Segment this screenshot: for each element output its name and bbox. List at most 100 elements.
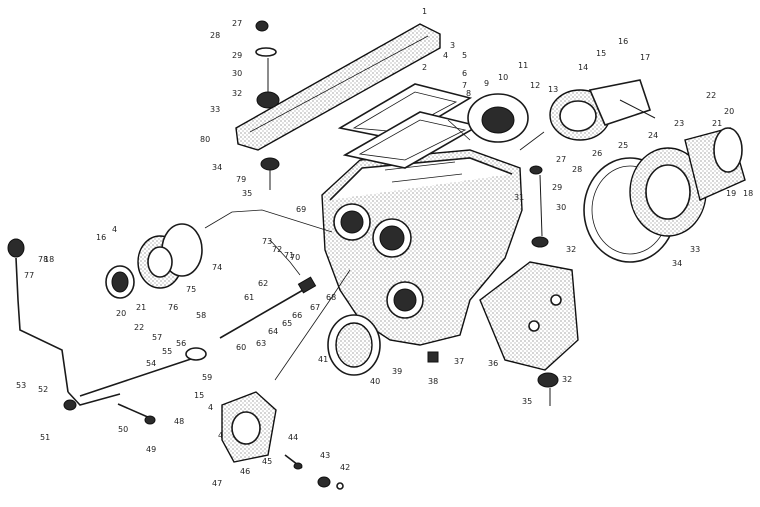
label-30-top: 30 (232, 69, 242, 78)
label-16: 16 (618, 37, 628, 46)
link-rod (79, 347, 207, 397)
left-bearing-stack (105, 223, 203, 299)
label-32-bottom: 32 (562, 375, 572, 384)
label-36: 36 (488, 359, 498, 368)
label-29-top: 29 (232, 51, 242, 60)
label-67: 67 (310, 303, 320, 312)
label-68: 68 (326, 293, 336, 302)
mounting-bracket-36 (479, 261, 579, 371)
label-18-right: 18 (743, 189, 753, 198)
label-23: 23 (674, 119, 684, 128)
pto-housing-25 (629, 147, 707, 237)
label-79: 79 (236, 175, 246, 184)
label-10: 10 (498, 73, 508, 82)
label-40: 40 (370, 377, 380, 386)
label-6: 6 (462, 69, 467, 78)
label-35-top: 35 (242, 189, 252, 198)
label-41: 41 (318, 355, 328, 364)
label-45: 45 (262, 457, 272, 466)
label-72: 72 (272, 245, 282, 254)
label-11: 11 (518, 61, 528, 70)
label-80: 80 (200, 135, 210, 144)
label-43: 43 (320, 451, 330, 460)
label-32-right: 32 (566, 245, 576, 254)
label-22-left: 22 (134, 323, 144, 332)
bolt-49-50 (117, 403, 156, 425)
label-69: 69 (296, 205, 306, 214)
label-4-left: 4 (112, 225, 117, 234)
label-56: 56 (176, 339, 186, 348)
pin-30-right (529, 165, 549, 248)
label-58: 58 (196, 311, 206, 320)
nut-43 (317, 476, 344, 490)
label-47: 47 (212, 479, 222, 488)
label-31: 31 (514, 193, 524, 202)
label-15-bottom: 15 (194, 391, 204, 400)
label-1: 1 (422, 7, 427, 16)
label-54: 54 (146, 359, 156, 368)
label-48: 48 (174, 417, 184, 426)
shift-lever (7, 238, 121, 411)
top-rail-assembly (235, 23, 441, 151)
label-7: 7 (462, 81, 467, 90)
label-76: 76 (168, 303, 178, 312)
label-29-right: 29 (552, 183, 562, 192)
label-38: 38 (428, 377, 438, 386)
label-52: 52 (38, 385, 48, 394)
label-51: 51 (40, 433, 50, 442)
label-3: 3 (450, 41, 455, 50)
label-66: 66 (292, 311, 302, 320)
label-70: 70 (290, 253, 300, 262)
label-14: 14 (578, 63, 588, 72)
label-25: 25 (618, 141, 628, 150)
label-33-top: 33 (210, 105, 220, 114)
label-4-bottom-2: 4 (218, 431, 223, 440)
label-57: 57 (152, 333, 162, 342)
label-63: 63 (256, 339, 266, 348)
label-46: 46 (240, 467, 250, 476)
label-12: 12 (530, 81, 540, 90)
label-59: 59 (202, 373, 212, 382)
callout-labels: 1 2 3 4 5 6 7 8 9 10 11 12 13 14 15 16 1… (16, 7, 753, 488)
front-cover-40 (327, 314, 381, 376)
label-74: 74 (212, 263, 222, 272)
label-21-left: 21 (136, 303, 146, 312)
label-37: 37 (454, 357, 464, 366)
label-27-top: 27 (232, 19, 242, 28)
label-2: 2 (422, 63, 427, 72)
gearbox-housing (321, 149, 523, 346)
label-30-right: 30 (556, 203, 566, 212)
label-28-top: 28 (210, 31, 220, 40)
label-73: 73 (262, 237, 272, 246)
label-27-right: 27 (556, 155, 566, 164)
bolt-79 (260, 157, 280, 190)
label-53: 53 (16, 381, 26, 390)
bearing-cap-9 (467, 93, 529, 143)
label-18-left: 18 (44, 255, 54, 264)
label-78: 78 (38, 255, 48, 264)
bolt-30 (255, 20, 280, 109)
label-39: 39 (392, 367, 402, 376)
drain-plug-38 (427, 351, 439, 363)
label-32-top: 32 (232, 89, 242, 98)
label-4: 4 (443, 51, 448, 60)
label-33-right: 33 (690, 245, 700, 254)
rear-cover-46 (221, 391, 277, 463)
label-61: 61 (244, 293, 254, 302)
label-21-right: 21 (712, 119, 722, 128)
label-71: 71 (284, 251, 294, 260)
label-13: 13 (548, 85, 558, 94)
label-77: 77 (24, 271, 34, 280)
label-24: 24 (648, 131, 658, 140)
label-15: 15 (596, 49, 606, 58)
label-35-bottom: 35 (522, 397, 532, 406)
label-5: 5 (462, 51, 467, 60)
assembly-lines (204, 119, 545, 381)
label-20-right: 20 (724, 107, 734, 116)
label-65: 65 (282, 319, 292, 328)
label-49: 49 (146, 445, 156, 454)
label-9: 9 (484, 79, 489, 88)
label-60: 60 (236, 343, 246, 352)
